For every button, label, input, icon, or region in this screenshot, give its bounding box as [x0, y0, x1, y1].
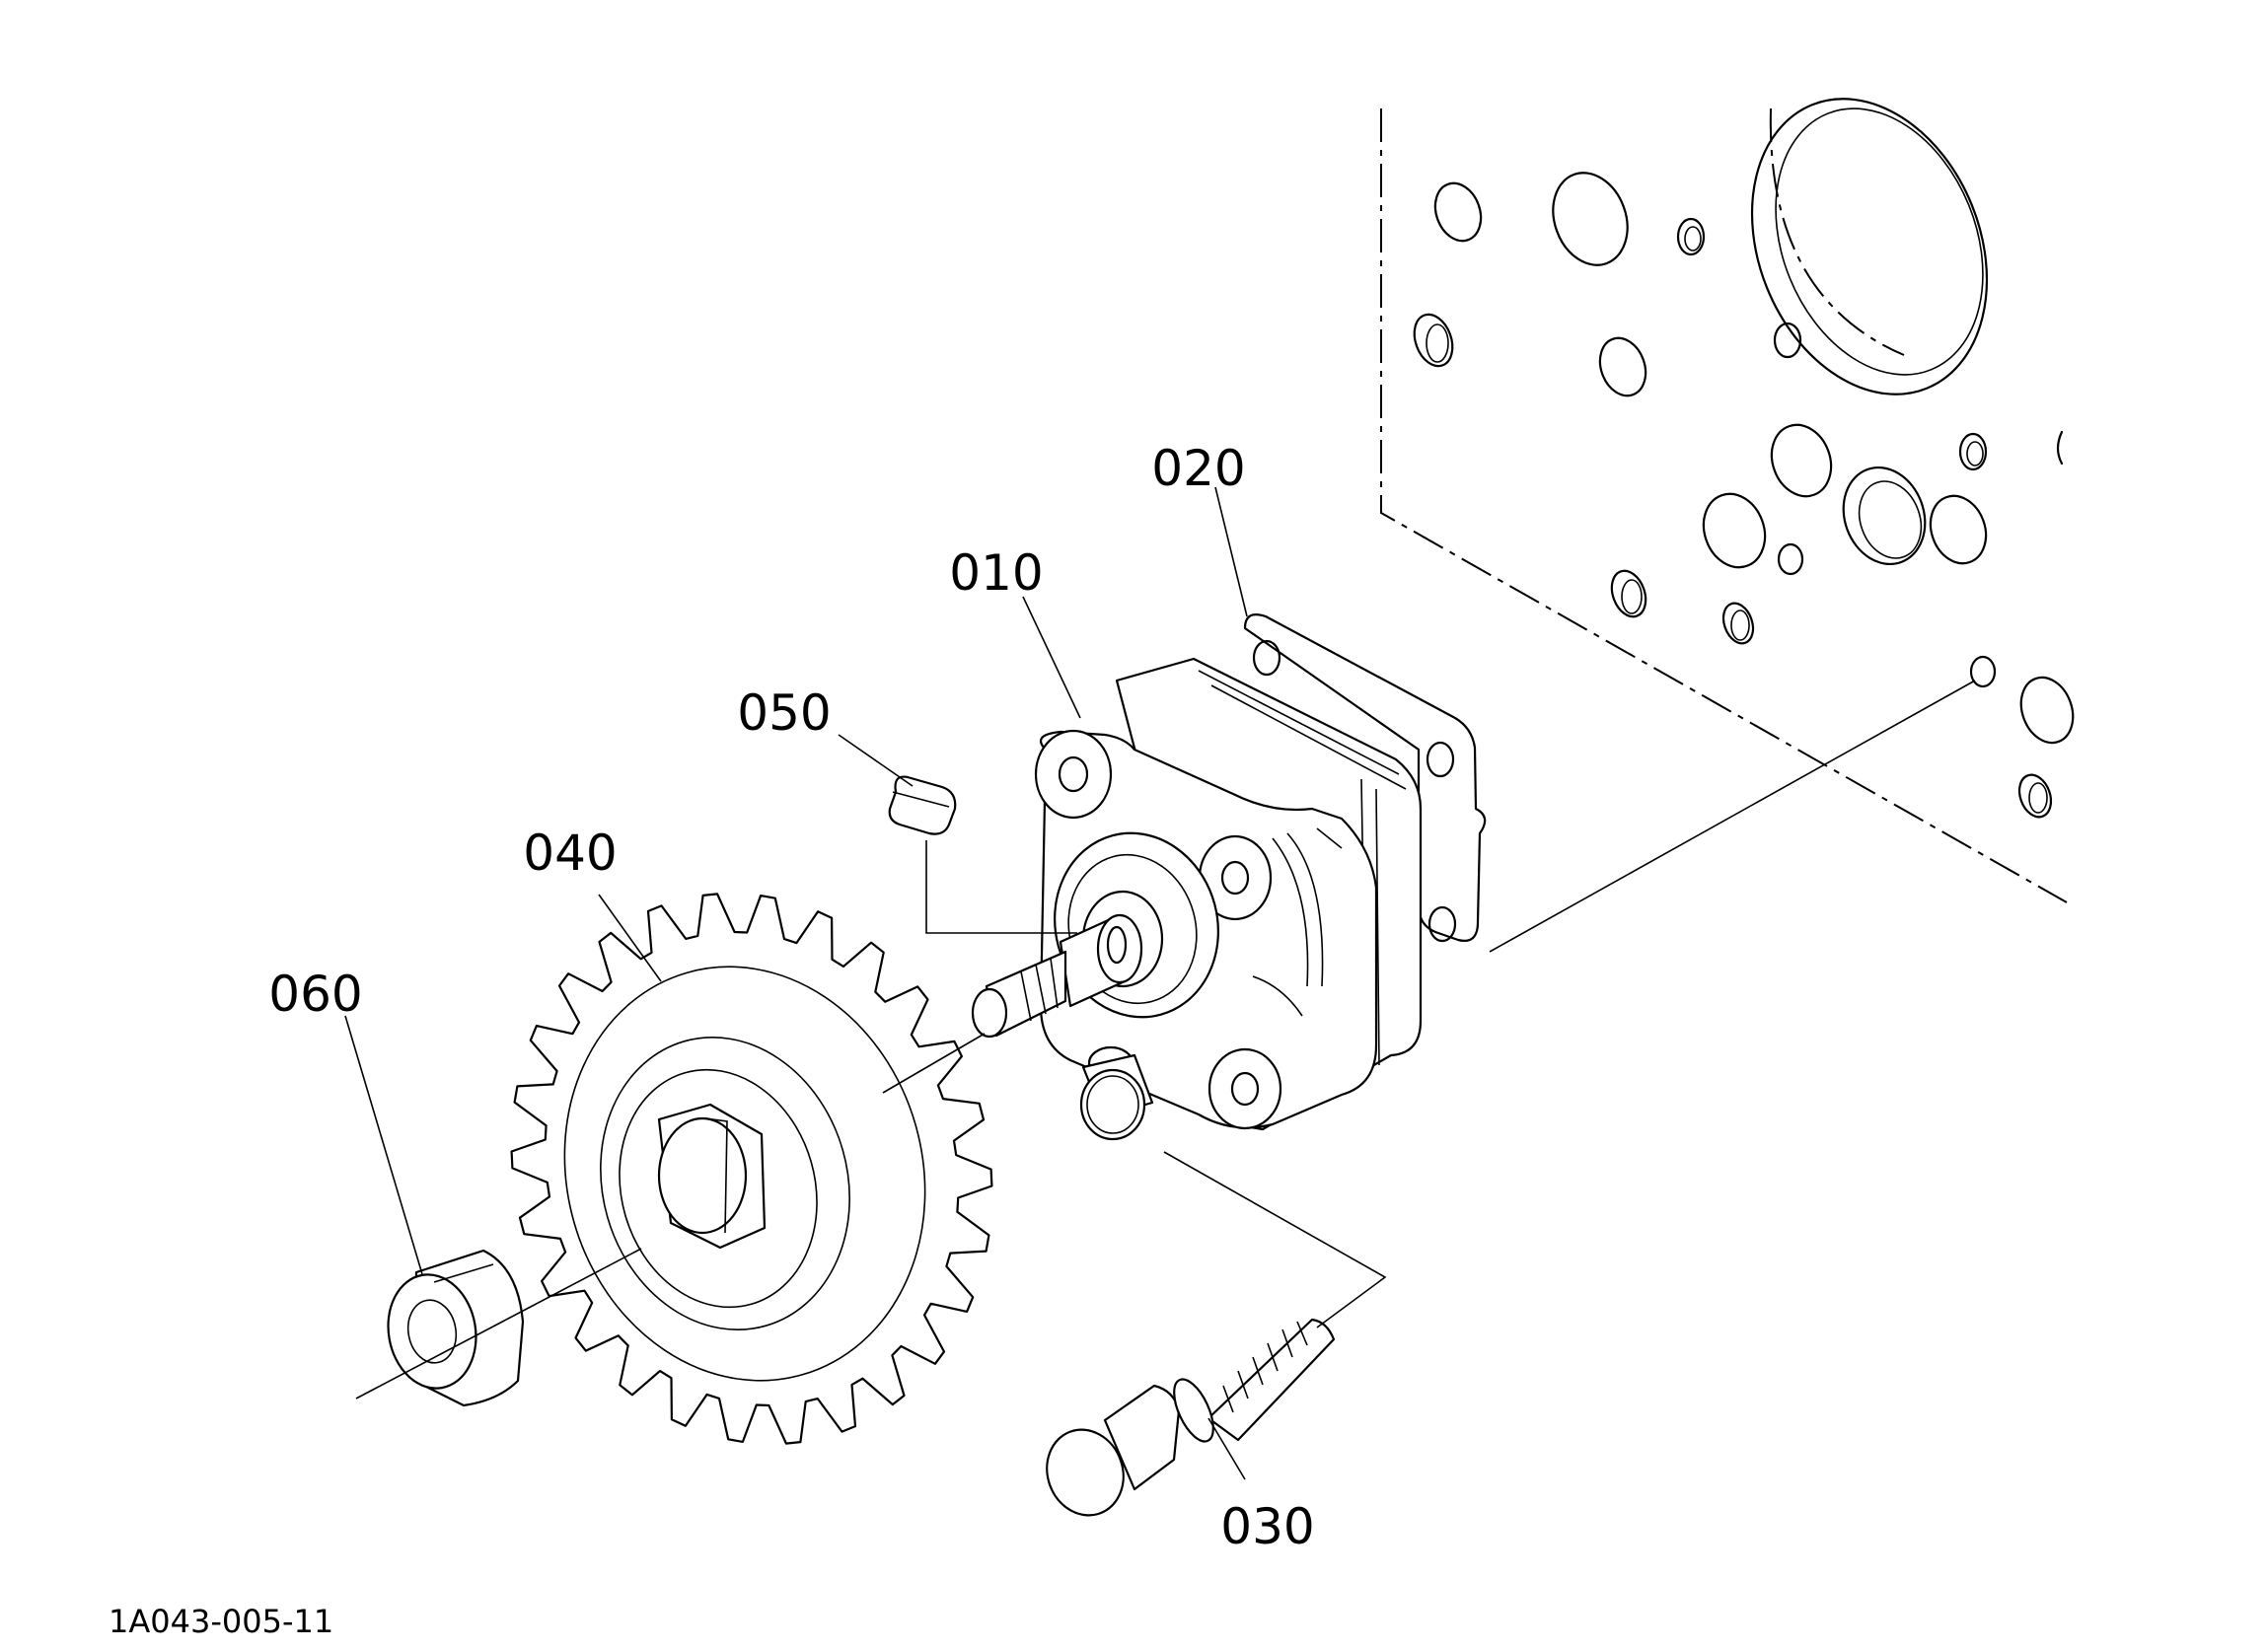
nut-060	[387, 1249, 525, 1407]
drive-gear-040	[510, 893, 993, 1445]
gasket-020	[1243, 613, 1487, 943]
bolt-030	[1046, 1318, 1336, 1517]
assembly-lines	[344, 486, 1976, 1480]
callout-030: 030	[1220, 1498, 1314, 1555]
callout-040: 040	[523, 825, 617, 882]
callout-050: 050	[737, 684, 831, 742]
callout-060: 060	[268, 966, 362, 1023]
housing-plate	[1380, 98, 2075, 903]
key-050	[888, 775, 957, 835]
callout-020: 020	[1151, 440, 1245, 497]
callout-010: 010	[949, 544, 1043, 602]
pump-body-010	[971, 657, 1423, 1141]
drawing-code: 1A043-005-11	[109, 1603, 333, 1640]
